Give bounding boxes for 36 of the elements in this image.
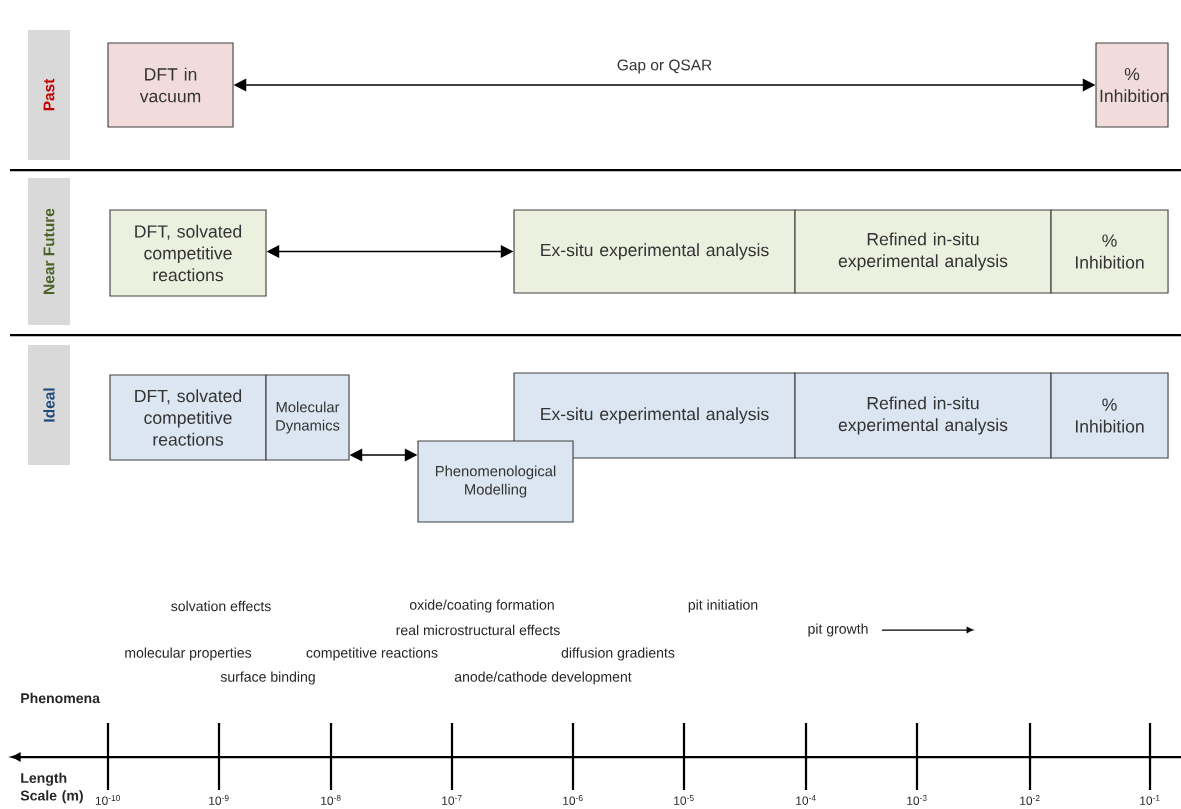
- tick-label: 10$^{-5}$: [674, 795, 694, 805]
- process-box: % Inhibition: [1050, 209, 1169, 294]
- axis-title: Length Scale (m): [20, 772, 83, 804]
- tick-label: 10$^{-9}$: [209, 795, 229, 805]
- phenomenon-label: molecular properties: [125, 647, 252, 661]
- phenomenon-label: competitive reactions: [306, 647, 438, 661]
- process-box: Ex-situ experimental analysis: [513, 209, 796, 294]
- phenomenon-label: pit initiation: [688, 599, 758, 613]
- band-label: Near Future: [28, 178, 70, 326]
- tick-label: 10$^{-10}$: [95, 795, 120, 805]
- phenomenon-label: real microstructural effects: [396, 624, 560, 636]
- process-box: Molecular Dynamics: [265, 374, 350, 461]
- process-box: % Inhibition: [1050, 372, 1169, 459]
- phenomenon-label: oxide/coating formation: [409, 599, 554, 613]
- band-label: Ideal: [28, 345, 70, 465]
- tick-label: 10$^{-6}$: [563, 795, 583, 805]
- axis-title: Phenomena: [21, 692, 101, 704]
- process-box: DFT, solvated competitive reactions: [109, 374, 267, 461]
- phenomenon-label: diffusion gradients: [561, 647, 675, 661]
- phenomenon-label: anode/cathode development: [454, 671, 632, 685]
- edge-label: Gap or QSAR: [617, 59, 712, 74]
- process-box: DFT, solvated competitive reactions: [109, 209, 267, 297]
- process-box: Phenomenological Modelling: [417, 440, 574, 523]
- process-box: Ex-situ experimental analysis: [513, 372, 796, 459]
- tick-label: 10$^{-3}$: [907, 795, 927, 805]
- tick-label: 10$^{-4}$: [796, 795, 816, 805]
- phenomenon-label: solvation effects: [171, 600, 271, 612]
- tick-label: 10$^{-2}$: [1020, 795, 1040, 805]
- tick-label: 10$^{-7}$: [442, 795, 462, 805]
- phenomenon-label: surface binding: [220, 671, 315, 685]
- tick-label: 10$^{-8}$: [321, 795, 341, 805]
- band-label: Past: [28, 30, 70, 160]
- process-box: DFT in vacuum: [107, 42, 234, 128]
- tick-label: 10$^{-1}$: [1140, 795, 1160, 805]
- process-box: % Inhibition: [1095, 42, 1169, 128]
- phenomenon-label: pit growth: [808, 623, 868, 637]
